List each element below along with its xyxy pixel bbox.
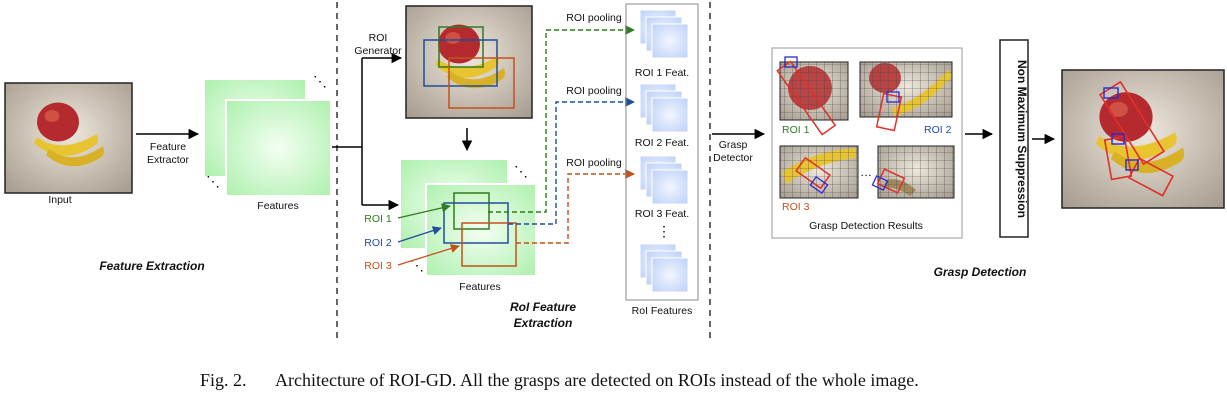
roi-features-label: RoI Features bbox=[632, 305, 693, 317]
roi-features-panel bbox=[625, 3, 699, 301]
result-roi1-label: ROI 1 bbox=[782, 124, 810, 136]
roi-generator-label-2: Generator bbox=[354, 45, 402, 57]
nms-box bbox=[999, 39, 1029, 238]
grasp-detector-label-1: Grasp bbox=[719, 139, 748, 151]
nms-label: Non Maximum Suppression bbox=[1015, 60, 1029, 218]
roi-pooling-label-3: ROI pooling bbox=[566, 157, 622, 169]
result-roi3 bbox=[779, 145, 859, 199]
ellipsis-top: ⋱ bbox=[313, 73, 327, 89]
roi3-feat-label: ROI 3 Feat. bbox=[635, 208, 689, 220]
results-ellipsis: … bbox=[860, 165, 872, 179]
result-roi2-label: ROI 2 bbox=[924, 124, 952, 136]
roi1-feature-stack bbox=[639, 9, 689, 59]
roi3-arrow bbox=[397, 244, 460, 266]
section-grasp-detection: Grasp Detection bbox=[934, 265, 1027, 279]
roi1-arrow bbox=[397, 203, 451, 219]
section-feature-extraction: Feature Extraction bbox=[99, 259, 204, 273]
result-roi1 bbox=[776, 56, 849, 136]
roi-feature-maps: ⋱ ⋱ bbox=[401, 160, 537, 277]
features-label: Features bbox=[257, 200, 298, 212]
vertical-ellipsis: ⋮ bbox=[657, 223, 671, 239]
roi2-arrow bbox=[397, 226, 442, 243]
grasp-detection-results-label: Grasp Detection Results bbox=[809, 220, 923, 232]
roi1-feat-label: ROI 1 Feat. bbox=[635, 67, 689, 79]
feature-extractor-label-2: Extractor bbox=[147, 154, 190, 166]
roi1-label: ROI 1 bbox=[364, 213, 392, 225]
roi-box-2 bbox=[423, 39, 498, 87]
output-image bbox=[1061, 69, 1225, 209]
roi-pooling-paths bbox=[488, 25, 635, 244]
roi2-label: ROI 2 bbox=[364, 237, 392, 249]
ellipsis-bottom: ⋱ bbox=[206, 173, 220, 189]
roi-pooling-label-1: ROI pooling bbox=[566, 12, 622, 24]
caption-label: Fig. 2. bbox=[200, 370, 247, 390]
section-roi-feature-extraction-1: RoI Feature bbox=[510, 300, 576, 314]
roi3-label: ROI 3 bbox=[364, 260, 392, 272]
roi-pooling-label-2: ROI pooling bbox=[566, 85, 622, 97]
feature-maps: ⋱ ⋱ bbox=[205, 73, 332, 197]
roi-generator-image bbox=[405, 5, 533, 119]
features-label-2: Features bbox=[459, 281, 500, 293]
input-image bbox=[4, 82, 133, 194]
roi-box-1 bbox=[438, 26, 484, 68]
roi-box-3 bbox=[448, 57, 515, 109]
roi3-feature-stack bbox=[639, 155, 689, 205]
feature-extractor-label-1: Feature bbox=[150, 141, 186, 153]
input-label: Input bbox=[48, 194, 71, 206]
section-roi-feature-extraction-2: Extraction bbox=[514, 316, 573, 330]
roi-generator-label-1: ROI bbox=[369, 32, 388, 44]
roi2-feat-label: ROI 2 Feat. bbox=[635, 137, 689, 149]
svg-text:⋱: ⋱ bbox=[410, 257, 424, 273]
svg-text:⋱: ⋱ bbox=[514, 163, 528, 179]
result-roi3-label: ROI 3 bbox=[782, 201, 810, 213]
grasp-detector-label-2: Detector bbox=[713, 152, 753, 164]
roi4-feature-stack bbox=[639, 243, 689, 293]
result-roi4 bbox=[871, 145, 955, 199]
roi2-feature-stack bbox=[639, 83, 689, 133]
caption-text: Architecture of ROI-GD. All the grasps a… bbox=[275, 370, 919, 390]
result-roi2 bbox=[859, 61, 953, 132]
connector-features-split bbox=[332, 52, 403, 211]
